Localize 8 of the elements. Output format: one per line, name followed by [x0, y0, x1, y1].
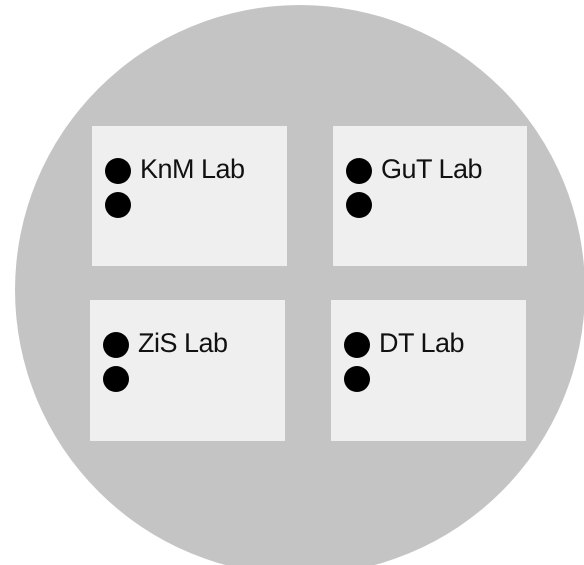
lab-name: DT Lab: [379, 328, 464, 359]
lab-card: [90, 300, 285, 441]
lab-card: [333, 126, 527, 266]
lab-card: [92, 126, 287, 266]
lab-card: [331, 300, 526, 441]
lab-name: GuT Lab: [381, 154, 482, 185]
lab-name: KnM Lab: [140, 154, 245, 185]
lab-name: ZiS Lab: [138, 328, 228, 359]
